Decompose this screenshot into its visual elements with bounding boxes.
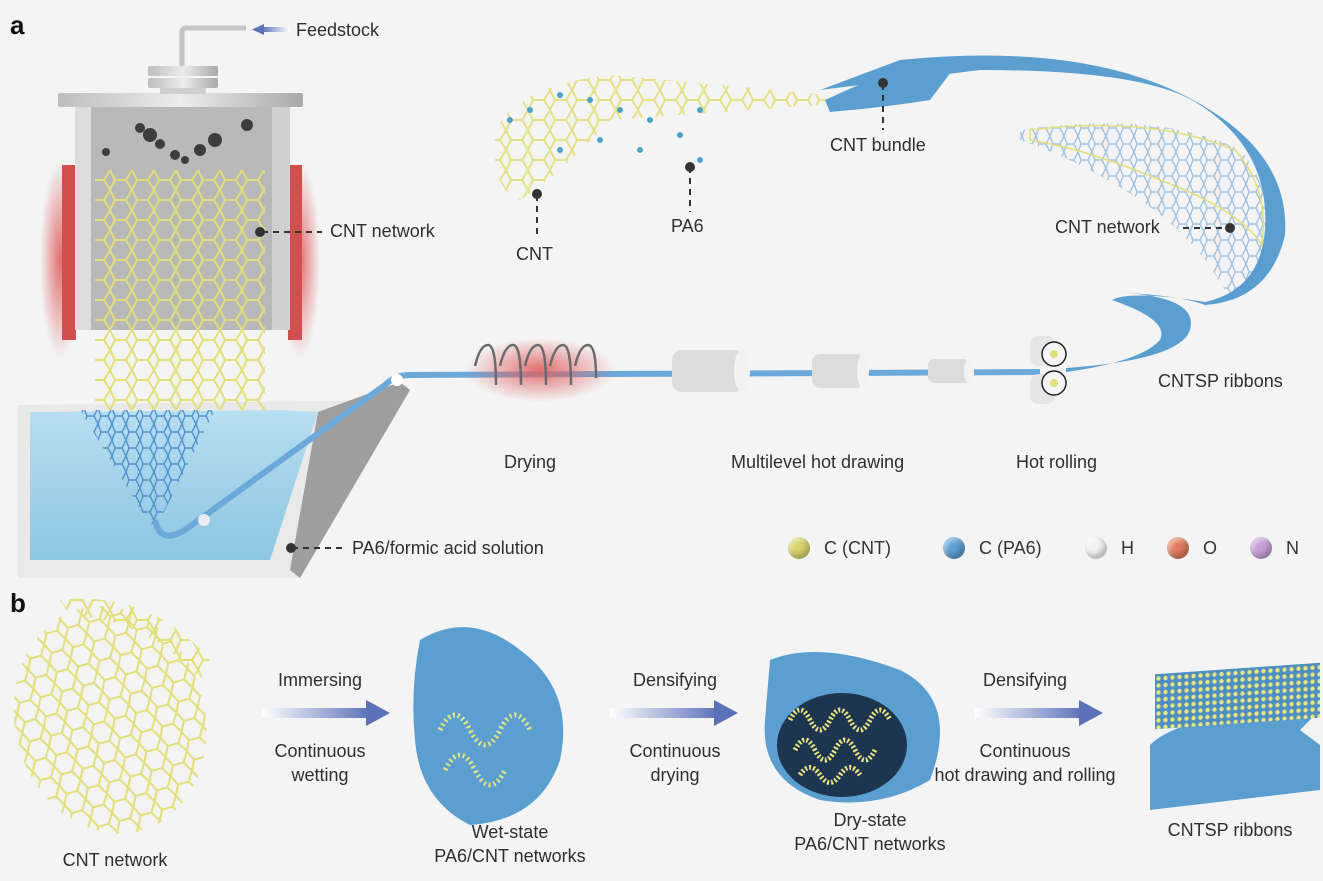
furnace — [40, 25, 320, 365]
stage-label-dry-state-1: Dry-state — [833, 810, 907, 830]
heater-left — [62, 165, 76, 340]
legend-item-o: O — [1167, 537, 1217, 559]
solution-bath — [18, 340, 1041, 578]
label-drying: Drying — [504, 452, 557, 472]
feed-pipe — [179, 25, 246, 66]
label-cnt-network-ribbon: CNT network — [1055, 217, 1160, 237]
heater-right — [288, 165, 302, 340]
panel-b-cntsp-ribbon — [1150, 662, 1320, 810]
stage-label-wet-state-1: Wet-state — [471, 822, 549, 842]
cntsp-ribbon — [820, 55, 1286, 373]
catalyst-particles — [102, 119, 253, 164]
label-solution: PA6/formic acid solution — [352, 538, 544, 558]
stage-label-cnt-network: CNT network — [62, 850, 168, 870]
stage-label-cntsp-ribbons: CNTSP ribbons — [1167, 820, 1293, 840]
label-hot-rolling: Hot rolling — [1016, 452, 1098, 472]
label-cnt: CNT — [516, 244, 553, 264]
legend-item-c-pa6: C (PA6) — [943, 537, 1042, 559]
arrow-1-bottom-label-1: Continuous — [274, 741, 366, 761]
arrow-1-top-label: Immersing — [277, 670, 362, 690]
legend-item-h: H — [1085, 537, 1134, 559]
arrow-3-icon — [975, 700, 1103, 726]
stage-label-dry-state-2: PA6/CNT networks — [794, 834, 946, 854]
cnt-bundle — [825, 60, 960, 112]
label-feedstock: Feedstock — [296, 20, 380, 40]
n-atom-icon — [1250, 537, 1272, 559]
arrow-2-bottom-label-2: drying — [650, 765, 700, 785]
fiber-path — [152, 369, 1041, 539]
panel-b-dry-state — [764, 652, 940, 803]
arrow-3-bottom-label-1: Continuous — [979, 741, 1071, 761]
hot-drawing-dies — [672, 350, 974, 392]
label-cnt-network-furnace: CNT network — [330, 221, 435, 241]
panel-b-letter: b — [10, 588, 26, 618]
arrow-2-bottom-label-1: Continuous — [629, 741, 721, 761]
h-atom-icon — [1085, 537, 1107, 559]
label-multilevel-hot-drawing: Multilevel hot drawing — [731, 452, 905, 472]
feedstock-arrow — [252, 24, 290, 35]
wetted-cnt-cone — [80, 410, 215, 525]
c-cnt-atom-icon — [788, 537, 810, 559]
cnt-pa6-molecular-model — [494, 60, 960, 200]
cnt-network-sock — [95, 170, 265, 365]
arrow-1-icon — [262, 700, 390, 726]
panel-a-letter: a — [10, 10, 25, 40]
arrow-2-top-label: Densifying — [632, 670, 718, 690]
arrow-3-bottom-label-2: hot drawing and rolling — [934, 765, 1116, 785]
o-atom-icon — [1167, 537, 1189, 559]
arrow-3-top-label: Densifying — [982, 670, 1068, 690]
label-cntsp-ribbons-a: CNTSP ribbons — [1158, 371, 1283, 391]
arrow-2-icon — [610, 700, 738, 726]
legend-item-c-cnt: C (CNT) — [788, 537, 891, 559]
stage-label-wet-state-2: PA6/CNT networks — [434, 846, 586, 866]
hot-rollers — [1030, 336, 1067, 404]
legend-item-n: N — [1250, 537, 1299, 559]
label-pa6: PA6 — [671, 216, 704, 236]
furnace-lid — [58, 93, 303, 107]
arrow-1-bottom-label-2: wetting — [291, 765, 349, 785]
drying-coil — [465, 338, 615, 402]
panel-b-wet-state — [413, 627, 564, 825]
c-pa6-atom-icon — [943, 537, 965, 559]
label-cnt-bundle: CNT bundle — [830, 135, 926, 155]
panel-b-cnt-network — [13, 598, 210, 834]
